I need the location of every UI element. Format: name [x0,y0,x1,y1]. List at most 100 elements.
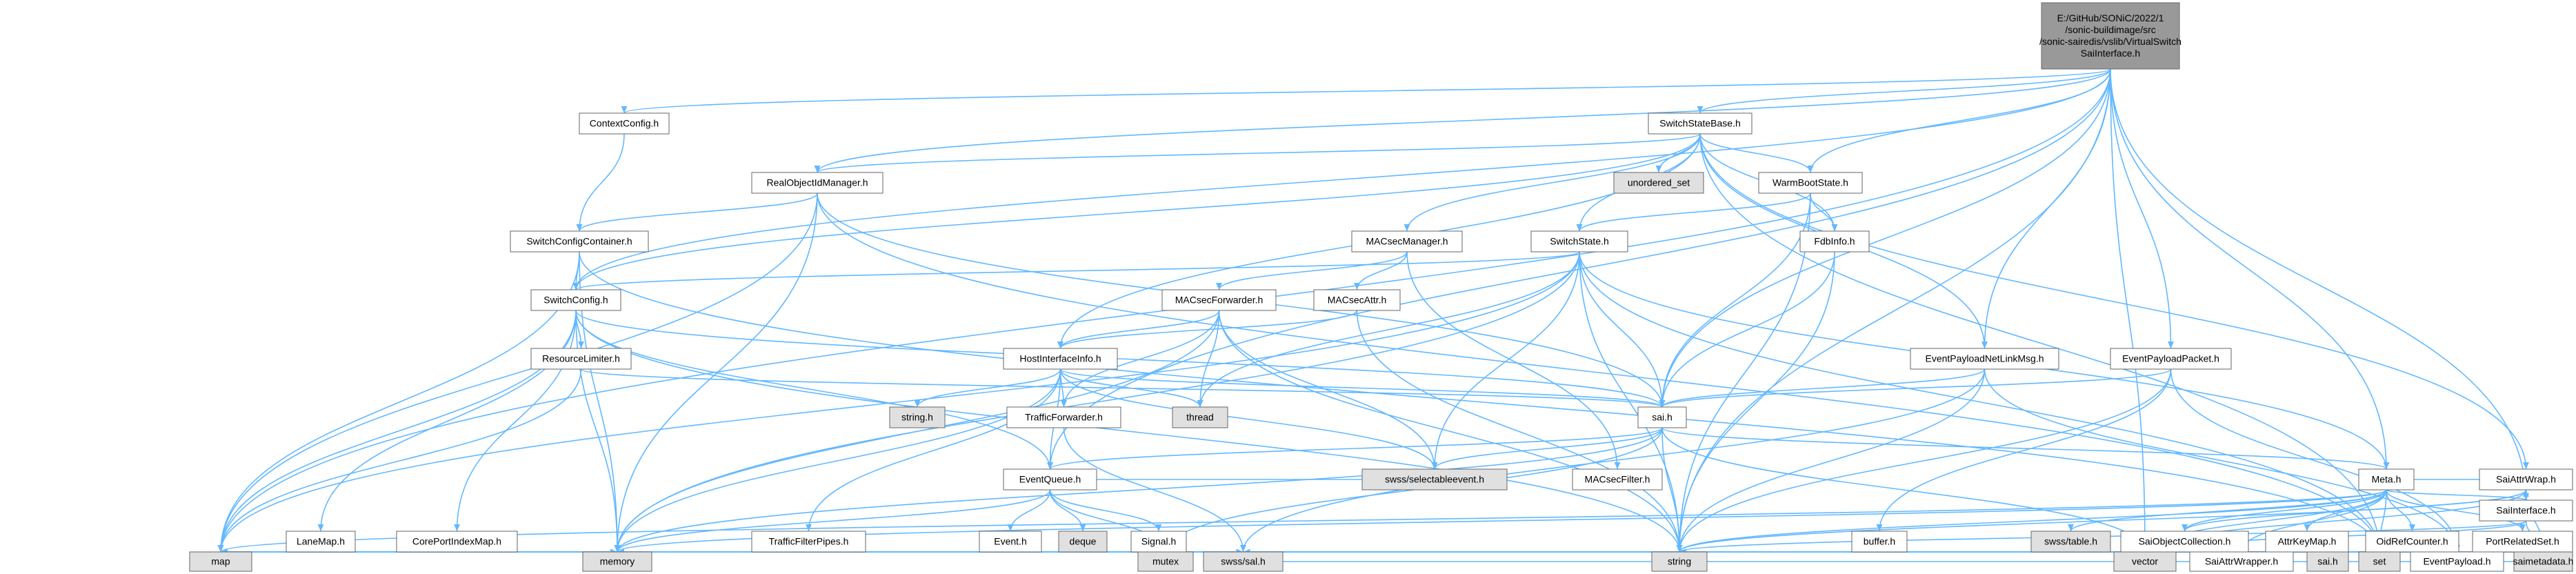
node-label: PortRelatedSet.h [2486,536,2559,547]
node-thread: thread [1172,406,1228,428]
node-trafficforwarder[interactable]: TrafficForwarder.h [1006,406,1121,428]
include-edge [454,310,577,532]
node-box [1003,348,1118,370]
node-box [1058,531,1108,553]
node-attrkeymap[interactable]: AttrKeyMap.h [2265,531,2349,553]
node-label: map [211,556,230,567]
include-edge [217,310,577,553]
node-label: MACsecManager.h [1366,236,1448,247]
node-signal[interactable]: Signal.h [1130,531,1187,553]
include-edge [575,310,621,553]
node-macsecforwarder[interactable]: MACsecForwarder.h [1161,289,1277,311]
include-edge [1354,251,1408,290]
include-edge [1676,192,1811,553]
node-meta[interactable]: Meta.h [2358,468,2415,491]
node-label: FdbInfo.h [1814,236,1855,247]
include-edge [1579,251,1666,408]
node-eventpayloadnetlinkmsg[interactable]: EventPayloadNetLinkMsg.h [1910,348,2059,370]
node-box [1648,112,1753,135]
node-box [1203,551,1284,572]
node-saiinterface[interactable]: SaiInterface.h [2479,499,2573,522]
include-edge [1676,251,1835,553]
node-sai_h2: sai.h [2306,551,2349,572]
node-macsecmanager[interactable]: MACsecManager.h [1351,230,1463,253]
node-eventpayload[interactable]: EventPayload.h [2410,551,2504,572]
include-edge [1063,427,1246,553]
include-edge [572,68,2111,290]
node-label: buffer.h [1864,536,1895,547]
include-edge [1197,251,1580,408]
node-box [2041,2,2180,70]
node-contextconfig[interactable]: ContextConfig.h [579,112,670,135]
node-saiattrwrap[interactable]: SaiAttrWrap.h [2479,468,2573,491]
node-macsecattr[interactable]: MACsecAttr.h [1313,289,1401,311]
node-switchstate[interactable]: SwitchState.h [1530,230,1628,253]
include-edge [576,192,818,232]
node-buffer[interactable]: buffer.h [1851,531,1908,553]
node-label: Event.h [994,536,1026,547]
node-box [1651,551,1708,572]
include-edge [1576,192,1811,232]
include-edge [1984,368,2460,553]
node-deque: deque [1058,531,1108,553]
node-box [2479,499,2573,522]
node-warmbootstate[interactable]: WarmBootState.h [1758,172,1863,194]
include-edge [1049,489,1162,532]
include-edge [1661,427,1683,553]
node-label: MACsecForwarder.h [1175,295,1264,306]
include-edge [2386,489,2529,501]
node-box [1137,551,1194,572]
node-unordered_set: unordered_set [1613,172,1704,194]
node-portrelatedset[interactable]: PortRelatedSet.h [2472,531,2573,553]
node-trafficfilterpipes[interactable]: TrafficFilterPipes.h [751,531,866,553]
include-edge [1061,310,1220,408]
include-edge [1218,310,1683,553]
node-switchconfigcontainer[interactable]: SwitchConfigContainer.h [510,230,649,253]
node-oidrefcounter[interactable]: OidRefCounter.h [2365,531,2459,553]
node-lanemap[interactable]: LaneMap.h [286,531,356,553]
node-sai_h[interactable]: sai.h [1637,406,1687,428]
node-box [530,289,621,311]
node-box [1361,468,1508,491]
node-label: E:/GitHub/SONiC/2022/1 [2057,12,2164,23]
node-coreportindexmap[interactable]: CorePortIndexMap.h [396,531,518,553]
node-label: SaiAttrWrapper.h [2205,556,2278,567]
node-eventqueue[interactable]: EventQueue.h [1003,468,1097,491]
node-box [396,531,518,553]
node-event[interactable]: Event.h [979,531,1042,553]
node-switchconfig[interactable]: SwitchConfig.h [530,289,621,311]
include-edge [2110,68,2529,501]
include-edge [1406,251,1621,470]
node-label: EventPayloadPacket.h [2122,353,2219,364]
node-saiobjectcollection[interactable]: SaiObjectCollection.h [2120,531,2249,553]
node-saiattributewrapper[interactable]: SaiAttrWrapper.h [2189,551,2294,572]
node-box [2306,551,2349,572]
node-root[interactable]: E:/GitHub/SONiC/2022/1/sonic-buildimage/… [2039,2,2181,70]
include-edge [317,310,577,532]
node-resourcelimiter[interactable]: ResourceLimiter.h [530,348,632,370]
node-label: SaiInterface.h [2081,48,2140,59]
node-box [286,531,356,553]
node-label: thread [1186,412,1214,423]
include-edge [614,427,1663,553]
include-edge [2386,489,2526,532]
node-label: TrafficFilterPipes.h [769,536,849,547]
include-edge [1047,427,1663,470]
include-edge [1431,251,1580,470]
node-label: OidRefCounter.h [2376,536,2448,547]
include-edge [2110,68,2390,470]
node-fdbinfo[interactable]: FdbInfo.h [1799,230,1870,253]
node-macsecfilter[interactable]: MACsecFilter.h [1572,468,1663,491]
node-realobjectidmanager[interactable]: RealObjectIdManager.h [751,172,883,194]
include-edge [217,251,580,553]
node-box [510,230,649,253]
node-label: SaiAttrWrap.h [2496,474,2556,485]
node-box [582,551,652,572]
node-eventpayloadpacket[interactable]: EventPayloadPacket.h [2110,348,2232,370]
node-label: HostInterfaceInfo.h [1019,353,1101,364]
node-hostinterfaceinfo[interactable]: HostInterfaceInfo.h [1003,348,1118,370]
node-switchstatebase[interactable]: SwitchStateBase.h [1648,112,1753,135]
include-edge [575,310,1683,553]
include-edge [1876,368,2172,532]
node-label: SwitchConfigContainer.h [526,236,632,247]
